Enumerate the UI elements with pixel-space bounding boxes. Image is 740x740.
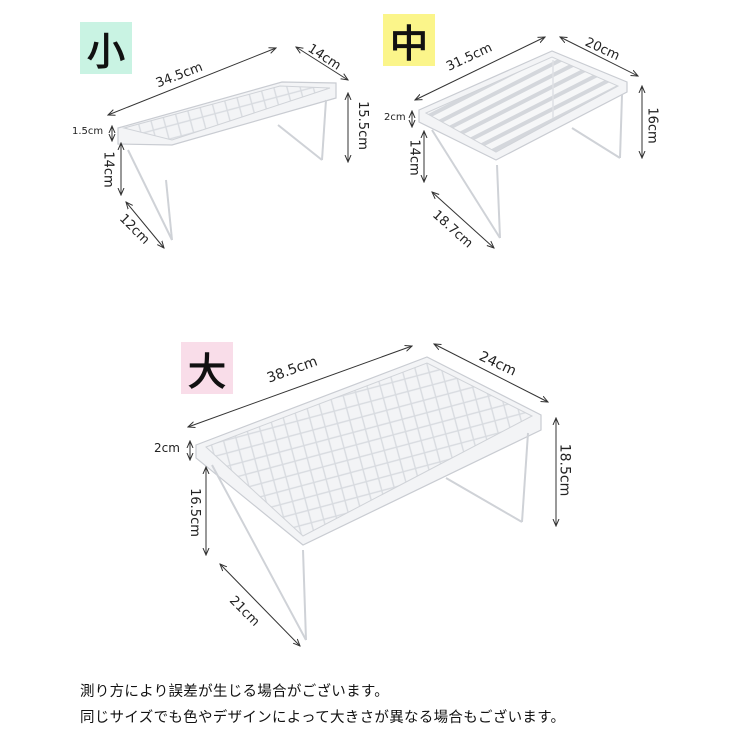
medium-rim-height-dim: 2cm — [384, 112, 406, 123]
small-shelf — [108, 47, 348, 248]
size-label-medium: 中 — [383, 14, 435, 66]
medium-leg-height-dim: 14cm — [406, 139, 422, 176]
size-label-large: 大 — [181, 342, 233, 394]
medium-total-height-dim: 16cm — [644, 107, 660, 144]
large-leg-height-dim: 16.5cm — [186, 488, 202, 537]
large-rim-height-dim: 2cm — [154, 441, 180, 455]
large-shelf — [188, 344, 556, 646]
note-measurement-error: 測り方により誤差が生じる場合がございます。 — [80, 684, 390, 700]
medium-shelf — [412, 37, 642, 248]
small-rim-height-dim: 1.5cm — [72, 126, 104, 137]
small-total-height-dim: 15.5cm — [354, 101, 370, 150]
large-total-height-dim: 18.5cm — [556, 443, 573, 497]
note-size-variation: 同じサイズでも色やデザインによって大きさが異なる場合もございます。 — [80, 710, 566, 726]
size-label-small: 小 — [80, 22, 132, 74]
small-leg-height-dim: 14cm — [100, 151, 116, 188]
